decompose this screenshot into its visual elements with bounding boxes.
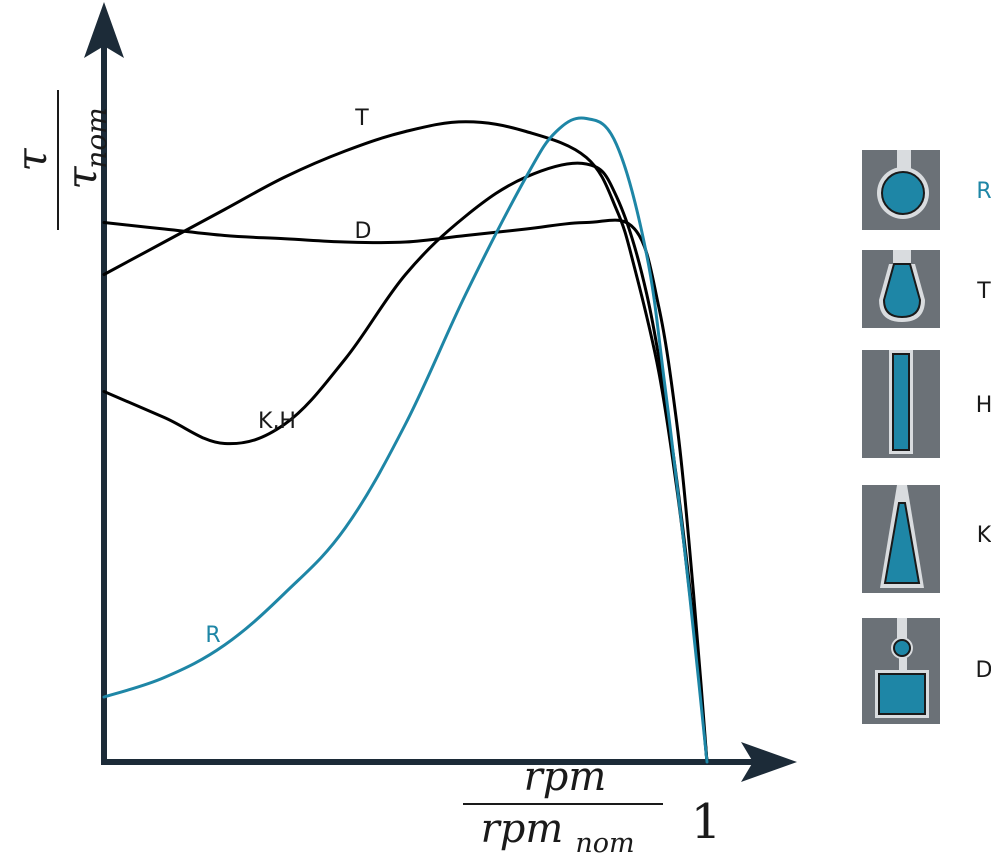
legend-label-d: D: [976, 658, 991, 683]
x-axis-tick-label: 1: [691, 794, 722, 850]
tapered-bar-icon: [862, 485, 940, 593]
x-axis-arrow-icon: [741, 742, 797, 782]
legend-item-h: H: [862, 350, 991, 458]
x-axis-denominator-sub: nom: [575, 828, 634, 857]
y-axis-denominator-sub: nom: [80, 107, 113, 168]
legend-label-t: T: [976, 279, 991, 304]
y-axis-label: τ τ nom: [7, 90, 113, 230]
x-axis-denominator: rpm: [481, 806, 564, 852]
legend-item-k: K: [862, 485, 991, 593]
x-axis-label: rpm rpm nom 1: [463, 754, 721, 857]
legend: R T H: [862, 150, 991, 724]
series-line-kh: [102, 161, 709, 764]
teardrop-bar-icon: [862, 250, 940, 328]
curve-label-r: R: [205, 623, 220, 648]
curve-label-kh: K,H: [258, 409, 296, 434]
legend-label-r: R: [976, 179, 991, 204]
curve-label-d: D: [355, 219, 372, 244]
x-axis-numerator: rpm: [524, 754, 607, 800]
series-group: [102, 116, 709, 764]
curve-label-t: T: [354, 106, 369, 131]
legend-label-h: H: [976, 393, 991, 418]
double-cage-icon: [862, 618, 940, 724]
series-line-t: [102, 120, 709, 764]
round-bar-icon: [862, 150, 940, 230]
y-axis-arrow-icon: [84, 2, 124, 58]
legend-item-r: R: [862, 150, 991, 230]
y-axis-numerator: τ: [7, 148, 56, 172]
legend-label-k: K: [977, 523, 991, 548]
series-line-r: [102, 116, 709, 764]
series-line-d: [102, 218, 709, 764]
legend-item-t: T: [862, 250, 991, 328]
legend-item-d: D: [862, 618, 991, 724]
y-axis-denominator: τ: [57, 166, 106, 190]
deep-bar-icon: [862, 350, 940, 458]
